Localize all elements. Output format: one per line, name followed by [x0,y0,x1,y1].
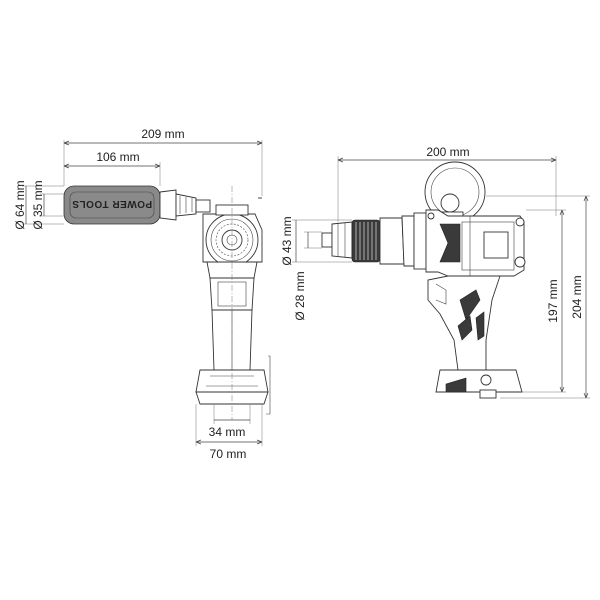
dim-dia43: Ø 43 mm [280,216,352,266]
side-view: 200 mm Ø 43 mm Ø 28 mm 197 mm [280,145,590,399]
chuck-side [321,212,427,270]
pistol-grip [427,275,501,371]
dim-dia35: Ø 35 mm [31,180,64,230]
dim-106: 106 mm [63,150,161,186]
label-106mm: 106 mm [96,150,139,164]
label-dia28mm: Ø 28 mm [293,271,307,320]
dim-197: 197 mm [522,209,566,393]
side-handle: POWER TOOLS [63,185,262,225]
base-side [435,369,523,399]
dim-70: 70 mm [195,404,263,461]
grip-label: POWER TOOLS [72,198,152,209]
label-dia64mm: Ø 64 mm [13,180,27,229]
dim-204: 204 mm [486,195,590,399]
label-204mm: 204 mm [570,275,584,318]
dim-dia28: Ø 28 mm [293,231,322,321]
motor-housing [425,209,526,277]
label-dia35mm: Ø 35 mm [31,180,45,229]
dim-dia64: Ø 64 mm [13,180,64,230]
dim-34: 34 mm [209,404,251,439]
label-209mm: 209 mm [141,127,184,141]
dim-200: 200 mm [337,145,557,222]
chuck-front [202,204,263,267]
label-197mm: 197 mm [546,279,560,322]
front-view: POWER TOOLS [13,127,271,461]
label-70mm: 70 mm [210,447,247,461]
label-dia43mm: Ø 43 mm [280,216,294,265]
dim-209: 209 mm [63,127,263,196]
label-34mm: 34 mm [209,425,246,439]
label-200mm: 200 mm [426,145,469,159]
